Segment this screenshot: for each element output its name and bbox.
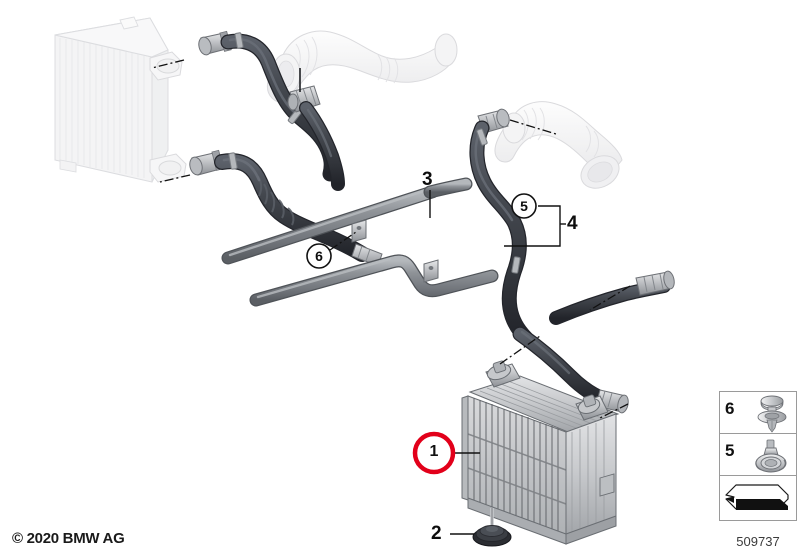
coolant-hose-upper-diagonal: [299, 101, 345, 191]
callout-3-label: 3: [422, 169, 433, 190]
coolant-hose-right-lower: [512, 326, 629, 414]
axis-cooler-left-port: [499, 335, 541, 365]
coolant-hose-lower-left: [189, 149, 383, 267]
copyright-notice: © 2020 BMW AG: [12, 530, 125, 547]
coolant-return-pipe: [221, 177, 473, 265]
legend-item-direction-arrow: [720, 476, 796, 520]
callout-2-label: 2: [431, 523, 442, 544]
air-intake-duct-ghost-right: [494, 101, 623, 189]
engine-oil-cooler: [461, 360, 620, 545]
leader-6: [329, 231, 357, 251]
legend-number-6: 6: [725, 399, 735, 418]
direction-arrow-icon: [725, 484, 789, 510]
pipe-bracket-lower: [423, 259, 439, 283]
callout-4-label: 4: [567, 213, 578, 234]
axis-upper-left: [151, 59, 185, 69]
leader-4-bracket-lower: [504, 224, 561, 247]
legend-item-expanding-rivet: 6: [720, 392, 796, 434]
leader-5-bracket: [538, 205, 561, 224]
callout-1-circle: [412, 431, 456, 475]
callout-1-label: 1: [429, 443, 439, 460]
axis-cooler-right-port: [599, 403, 629, 419]
legend-box: 6 5: [719, 391, 797, 521]
callout-5-label: 5: [520, 198, 528, 214]
callout-5-circle: [511, 193, 537, 219]
hose-fitting-cooler-upper: [595, 389, 629, 414]
coolant-hose-right-upper: [549, 270, 675, 325]
coolant-hose-assembly: [469, 108, 534, 346]
callout-6-circle: [306, 243, 332, 269]
expanding-rivet-icon: [757, 395, 787, 433]
axis-right-duct: [509, 119, 557, 135]
axis-lower-left: [159, 174, 191, 183]
leader-lines: [151, 59, 631, 535]
axis-right-hose: [589, 285, 631, 311]
cooler-port-upper-left: [485, 360, 521, 388]
callout-6-label: 6: [315, 248, 323, 264]
legend-item-hose-clamp: 5: [720, 434, 796, 476]
coolant-supply-pipe: [249, 254, 499, 307]
hose-fitting-right-end: [635, 270, 675, 296]
legend-number-5: 5: [725, 441, 735, 460]
rubber-mount-grommet: [472, 508, 512, 547]
main-radiator-ghost: [54, 16, 187, 183]
diagram-part-number: 509737: [736, 534, 780, 549]
cooler-port-right: [575, 394, 609, 421]
pipe-bracket-upper: [351, 219, 367, 243]
callout-circles: [306, 193, 537, 475]
hose-clamp-icon: [755, 439, 787, 473]
